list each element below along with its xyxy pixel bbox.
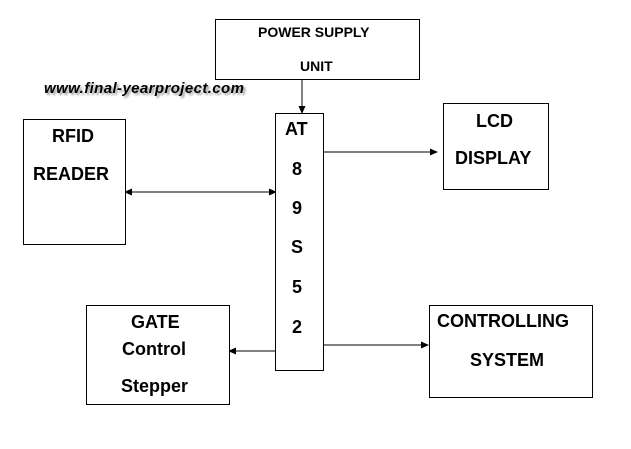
mcu-label-AT: AT xyxy=(285,119,308,139)
mcu-label-9: 9 xyxy=(292,198,303,218)
power-supply-label-line1: POWER SUPPLY xyxy=(258,24,370,40)
mcu-label-S: S xyxy=(291,237,304,257)
microcontroller-block xyxy=(275,113,324,371)
power-supply-label-line2: UNIT xyxy=(300,58,333,74)
rfid-reader-label-line1: RFID xyxy=(52,126,94,146)
gate-control-label-line2: Control xyxy=(122,339,186,359)
lcd-display-label-line2: DISPLAY xyxy=(455,148,532,168)
gate-control-label-line1: GATE xyxy=(131,312,180,332)
rfid-reader-label-line2: READER xyxy=(33,164,110,184)
power-supply-block xyxy=(215,19,420,80)
watermark-url: www.final-yearproject.com xyxy=(44,80,245,97)
gate-control-label-line3: Stepper xyxy=(121,376,189,396)
controlling-system-block xyxy=(429,305,593,398)
controlling-system-label-line2: SYSTEM xyxy=(470,350,545,370)
mcu-label-2: 2 xyxy=(292,317,303,337)
mcu-label-5: 5 xyxy=(292,277,303,297)
mcu-label-8: 8 xyxy=(292,159,303,179)
controlling-system-label-line1: CONTROLLING xyxy=(437,311,569,331)
lcd-display-block xyxy=(443,103,549,190)
rfid-reader-block xyxy=(23,119,126,245)
lcd-display-label-line1: LCD xyxy=(476,111,513,131)
gate-control-block xyxy=(86,305,230,405)
